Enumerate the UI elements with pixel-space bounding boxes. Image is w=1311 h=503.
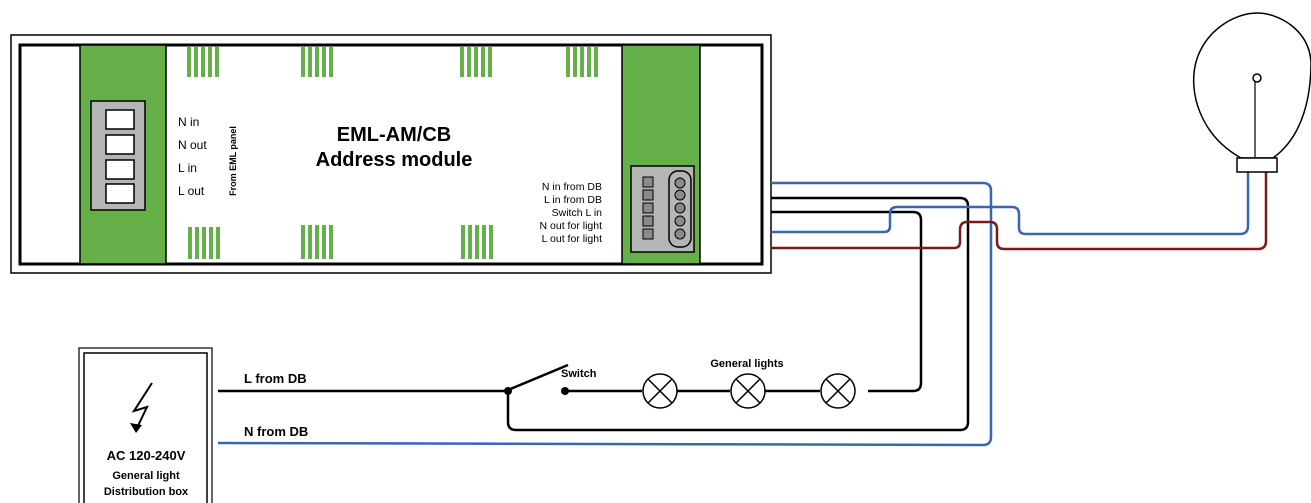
module-title: EML-AM/CB: [337, 124, 451, 146]
l-from-db-label: L from DB: [244, 371, 307, 386]
top-pin-strips: [187, 47, 598, 77]
right-terminal-label-1: N in from DB: [542, 181, 602, 193]
left-terminal-label-2: N out: [178, 138, 207, 152]
terminal-n-out: [105, 134, 135, 155]
light-bulb-icon: [1192, 12, 1311, 173]
wire-l-out-light: [771, 172, 1268, 251]
right-terminal-label-2: L in from DB: [544, 194, 602, 206]
terminal-l-in: [105, 159, 135, 180]
wire-n-out-light: [771, 172, 1250, 236]
wires: [217, 172, 1268, 447]
n-from-db-label: N from DB: [244, 424, 308, 439]
right-terminal-label-4: N out for light: [540, 220, 603, 232]
left-terminal-label-4: L out: [178, 184, 205, 198]
right-terminal-label-5: L out for light: [542, 233, 602, 245]
from-panel-label: From EML panel: [228, 126, 238, 196]
wire-l-in-module: [506, 196, 970, 432]
switch-label: Switch: [561, 368, 597, 380]
lamp-2: [730, 373, 766, 409]
terminal-l-out: [105, 183, 135, 204]
switch-contact-right: [561, 387, 569, 395]
bottom-pin-strips: [188, 225, 493, 259]
general-lights: [642, 373, 856, 409]
left-terminal-block: [90, 100, 146, 211]
lightning-icon: [130, 382, 153, 433]
module-subtitle: Address module: [316, 149, 473, 171]
distribution-box: AC 120-240V General light Distribution b…: [78, 347, 213, 503]
switch-contact-left: [504, 387, 512, 395]
right-terminal-block: [630, 165, 695, 253]
general-lights-label: General lights: [710, 358, 783, 370]
bulb-base: [1236, 157, 1278, 173]
voltage-label: AC 120-240V: [107, 448, 186, 463]
lamp-3: [820, 373, 856, 409]
left-terminal-label-3: L in: [178, 161, 197, 175]
terminal-n-in: [105, 109, 135, 130]
address-module: N in N out L in L out From EML panel EML…: [10, 34, 772, 274]
box-name-line1: General light: [112, 470, 180, 482]
left-terminal-label-1: N in: [178, 115, 199, 129]
wire-n-from-db: [217, 181, 993, 447]
lamp-1: [642, 373, 678, 409]
wire-switch-l-in: [771, 210, 923, 393]
right-terminal-label-3: Switch L in: [552, 207, 603, 219]
box-name-line2: Distribution box: [104, 486, 189, 498]
